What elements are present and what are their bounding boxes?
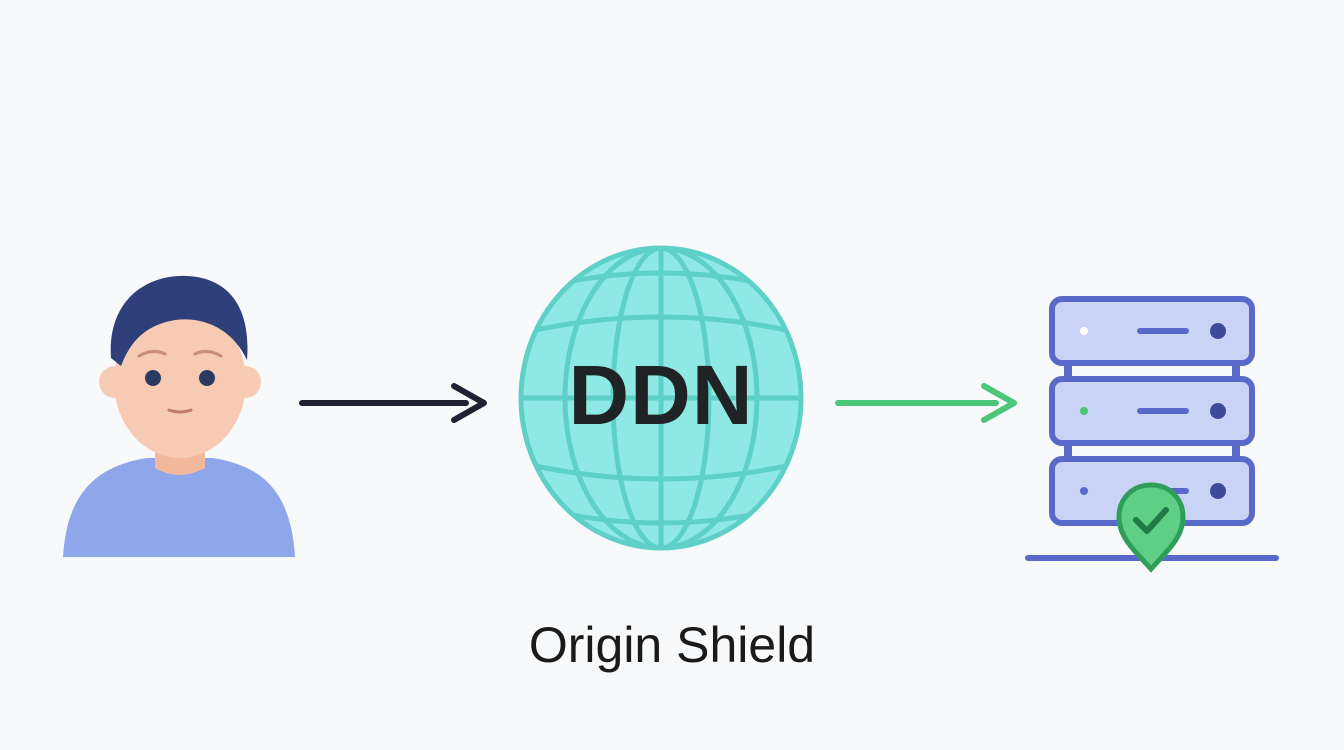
globe-icon <box>518 245 804 551</box>
arrow-right-icon <box>299 383 487 423</box>
hub-label: DDN <box>568 347 754 442</box>
shield-check-icon <box>1116 482 1186 573</box>
user-icon <box>63 275 295 557</box>
hub-node <box>516 243 806 553</box>
user-node <box>55 270 305 570</box>
edge-hub-to-origin <box>832 378 1022 428</box>
diagram-caption: Origin Shield <box>528 617 816 673</box>
shield-badge <box>1114 480 1188 574</box>
edge-user-to-hub <box>296 378 492 428</box>
arrow-right-icon <box>835 383 1017 423</box>
